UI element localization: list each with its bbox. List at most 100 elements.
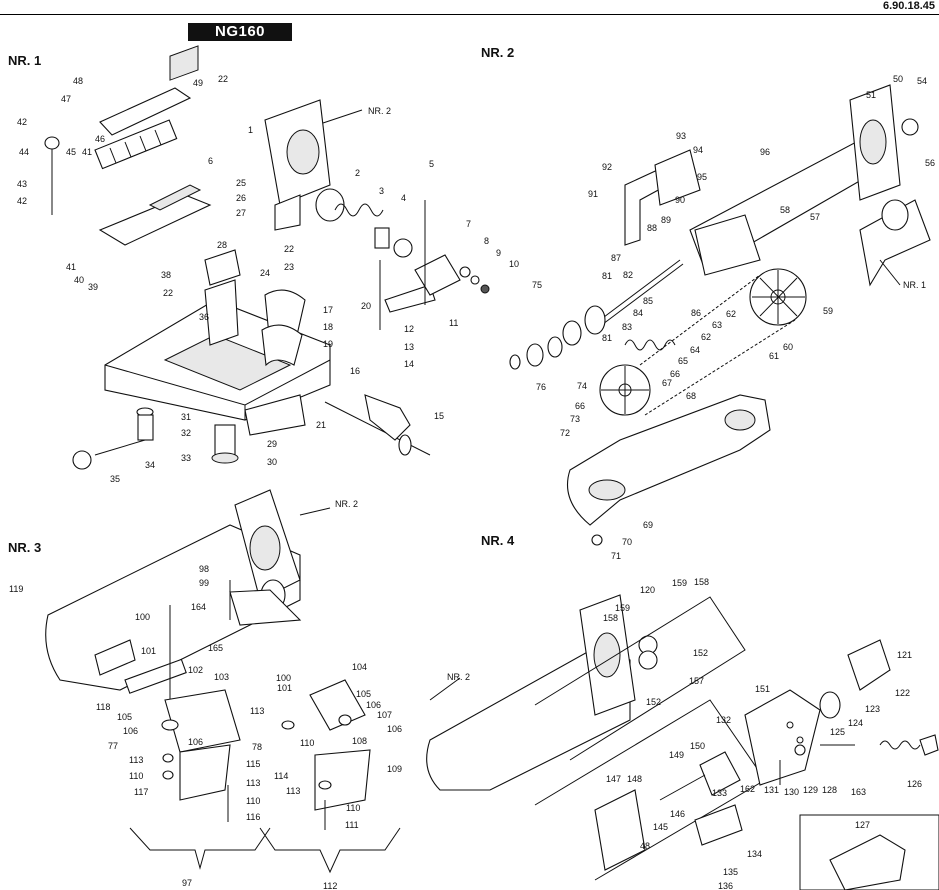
callout: 163 <box>851 787 866 797</box>
document-number: 6.90.18.45 <box>883 0 935 12</box>
ref-nr1-to-nr2: NR. 2 <box>368 106 391 116</box>
callout: 62 <box>726 309 736 319</box>
callout: 162 <box>740 784 755 794</box>
callout: 146 <box>670 809 685 819</box>
callout: 158 <box>603 613 618 623</box>
callout: 69 <box>643 520 653 530</box>
callout: 67 <box>662 378 672 388</box>
nr3-blade-guide-assembly <box>45 489 401 874</box>
callout: 120 <box>640 585 655 595</box>
callout: 54 <box>917 76 927 86</box>
callout: 91 <box>588 189 598 199</box>
callout: 129 <box>803 785 818 795</box>
callout: 51 <box>866 90 876 100</box>
callout: 15 <box>434 411 444 421</box>
callout: 12 <box>404 324 414 334</box>
callout: 24 <box>260 268 270 278</box>
callout: 89 <box>661 215 671 225</box>
callout: 43 <box>17 179 27 189</box>
section-title-nr4: NR. 4 <box>481 533 515 548</box>
callout: 57 <box>810 212 820 222</box>
callout: 92 <box>602 162 612 172</box>
callout: 126 <box>907 779 922 789</box>
callout: 7 <box>466 219 471 229</box>
base-top-pocket <box>163 334 292 391</box>
callout: 108 <box>352 736 367 746</box>
gearbox-base <box>594 789 646 871</box>
callout: 75 <box>532 280 542 290</box>
callout: 22 <box>218 74 228 84</box>
callout: 150 <box>690 741 705 751</box>
vise-handle <box>364 394 411 441</box>
callout: 56 <box>925 158 935 168</box>
callout: 22 <box>284 244 294 254</box>
callout: 25 <box>236 178 246 188</box>
callout: 134 <box>747 849 762 859</box>
callout: 42 <box>17 196 27 206</box>
callout: 125 <box>830 727 845 737</box>
callout: 105 <box>356 689 371 699</box>
callout: 158 <box>694 577 709 587</box>
callout: 62 <box>701 332 711 342</box>
callout: 83 <box>622 322 632 332</box>
callout: 128 <box>822 785 837 795</box>
callout: 101 <box>141 646 156 656</box>
callout: 106 <box>387 724 402 734</box>
callout: 94 <box>693 145 703 155</box>
callout: 147 <box>606 774 621 784</box>
nr2-bow-assembly <box>509 84 931 546</box>
callout: 39 <box>88 282 98 292</box>
callout: 107 <box>377 710 392 720</box>
callout: 119 <box>9 584 23 594</box>
callout: 40 <box>74 275 84 285</box>
callout: 2 <box>355 168 360 178</box>
callout: 103 <box>214 672 229 682</box>
callout: 151 <box>755 684 770 694</box>
callout: 10 <box>509 259 519 269</box>
callout: 77 <box>108 741 118 751</box>
callout: 27 <box>236 208 246 218</box>
power-cable <box>879 740 921 750</box>
callout: 18 <box>323 322 333 332</box>
callout: 63 <box>712 320 722 330</box>
callout: 65 <box>678 356 688 366</box>
callout: 122 <box>895 688 910 698</box>
callout: 110 <box>300 738 314 748</box>
callout: 84 <box>633 308 643 318</box>
nr4-motor-assembly <box>426 594 939 890</box>
callout: 82 <box>623 270 633 280</box>
callout: 124 <box>848 718 863 728</box>
callout: 104 <box>352 662 367 672</box>
callout: 23 <box>284 262 294 272</box>
callout: 72 <box>560 428 570 438</box>
callout: 66 <box>670 369 680 379</box>
callout: 59 <box>823 306 833 316</box>
nr1-vise-assembly <box>44 45 490 470</box>
callout: 136 <box>718 881 733 890</box>
callout: 58 <box>780 205 790 215</box>
callout: 114 <box>274 771 288 781</box>
callout: 44 <box>19 147 29 157</box>
callout: 149 <box>669 750 684 760</box>
lever-arm <box>384 284 436 313</box>
callout: 105 <box>117 712 132 722</box>
ref-nr3-to-nr2: NR. 2 <box>335 499 358 509</box>
callout: 22 <box>163 288 173 298</box>
header-rule <box>0 14 939 15</box>
callout: 9 <box>496 248 501 258</box>
callout: 42 <box>17 117 27 127</box>
callout: 101 <box>277 683 292 693</box>
callout: 45 <box>66 147 76 157</box>
callout: 106 <box>366 700 381 710</box>
callout: 157 <box>689 676 704 686</box>
callout: 133 <box>712 788 727 798</box>
callout: 113 <box>129 755 143 765</box>
guide-block-right <box>314 749 371 811</box>
callout: 3 <box>379 186 384 196</box>
callout: 1 <box>248 125 253 135</box>
callout: 78 <box>252 742 262 752</box>
callout: 20 <box>361 301 371 311</box>
callout: 46 <box>95 134 105 144</box>
callout: 97 <box>182 878 192 888</box>
